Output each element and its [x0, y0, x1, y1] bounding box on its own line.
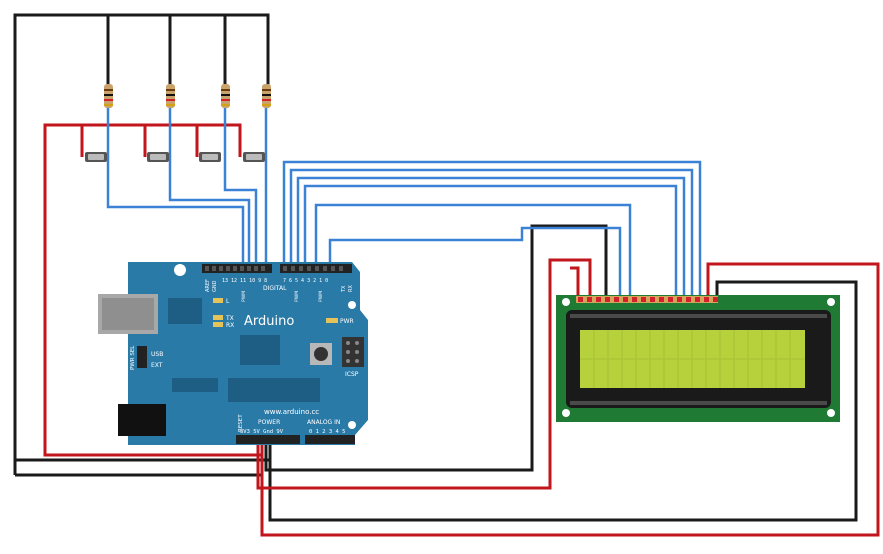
power-label: POWER: [258, 419, 280, 426]
analog-header: [305, 435, 355, 444]
rx-pin-label: RX: [348, 285, 354, 292]
wire-blue-d4: [303, 184, 678, 298]
arduino-board: Arduino www.arduino.cc DIGITAL PWR ICSP …: [98, 262, 368, 445]
digital-pins-right-label: 7 6 5 4 3 2 1 0: [283, 278, 328, 284]
wire-red-lcd-vcc: [256, 258, 592, 490]
pwm-label-2: PWM: [294, 291, 300, 302]
pwr-sel-label: PWR SEL: [130, 345, 136, 370]
led-rx: [213, 322, 223, 327]
blue-wires: [106, 108, 702, 298]
wire-red-lcd-backlight: [260, 262, 880, 537]
led-pwr: [326, 318, 338, 323]
led-tx-label: TX: [225, 315, 234, 322]
pushbutton-4: [243, 152, 265, 162]
icsp-label: ICSP: [345, 371, 359, 378]
lcd-pin-header: [576, 296, 718, 303]
mounting-hole: [348, 301, 356, 309]
mounting-hole: [827, 298, 835, 306]
power-jack: [118, 404, 166, 436]
analog-pins-label: 0 1 2 3 4 5: [309, 429, 345, 435]
resistor-2: [166, 84, 175, 108]
digital-pins-top-label: 13 12 11 10 9 8: [222, 278, 267, 284]
tx-pin-label: TX: [341, 285, 347, 293]
wire-blue-btn-2: [168, 108, 251, 270]
pwm-label-3: PWM: [318, 291, 324, 302]
lcd-char-grid: [580, 330, 805, 388]
led-rx-label: RX: [226, 322, 234, 329]
wire-blue-d5: [296, 176, 686, 298]
wire-blue-d7: [282, 160, 702, 298]
mounting-hole: [562, 298, 570, 306]
resistors: [104, 84, 271, 108]
led-l-label: L: [226, 298, 230, 305]
gnd-label: GND: [212, 280, 218, 292]
pwr-label: PWR: [340, 318, 354, 325]
mounting-hole: [348, 421, 356, 429]
pushbutton-1: [85, 152, 107, 162]
arduino-url: www.arduino.cc: [264, 408, 319, 416]
lcd-module: [556, 295, 840, 422]
mounting-hole: [174, 264, 186, 276]
wire-blue-d3: [314, 203, 632, 298]
pushbutton-2: [147, 152, 169, 162]
wire-blue-btn-1: [106, 108, 245, 270]
mounting-hole: [562, 409, 570, 417]
power-pins-label: 3V3 5V Gnd 9V: [240, 429, 284, 435]
digital-label: DIGITAL: [263, 285, 287, 292]
power-header: [236, 435, 300, 444]
pwm-label: PWM: [241, 291, 247, 302]
pushbutton-3: [199, 152, 221, 162]
analog-label: ANALOG IN: [307, 419, 340, 426]
pushbuttons: [85, 152, 265, 162]
wire-black-lcd-rw: [268, 280, 858, 522]
wire-red-lcd-vcc-2: [570, 266, 580, 298]
usb-label: USB: [151, 351, 163, 358]
led-l: [213, 298, 223, 303]
microcontroller: [228, 378, 320, 402]
red-wires: [43, 123, 880, 537]
resistor-1: [104, 84, 113, 108]
reset-label: RESET: [238, 414, 244, 432]
resistor-4: [262, 84, 271, 108]
arduino-brand: Arduino: [244, 314, 294, 329]
led-tx: [213, 315, 223, 320]
wire-blue-d6: [289, 168, 694, 298]
pwr-sel-jumper: [137, 346, 147, 368]
mounting-hole: [827, 409, 835, 417]
resistor-3: [221, 84, 230, 108]
wire-black-lcd-gnd: [264, 224, 608, 472]
ext-label: EXT: [151, 362, 163, 369]
aref-label: AREF: [205, 279, 211, 292]
wire-blue-btn-3: [223, 108, 258, 270]
wire-red-btn-4: [197, 123, 242, 157]
icsp-header: [342, 337, 364, 367]
wire-blue-d2: [328, 226, 622, 298]
